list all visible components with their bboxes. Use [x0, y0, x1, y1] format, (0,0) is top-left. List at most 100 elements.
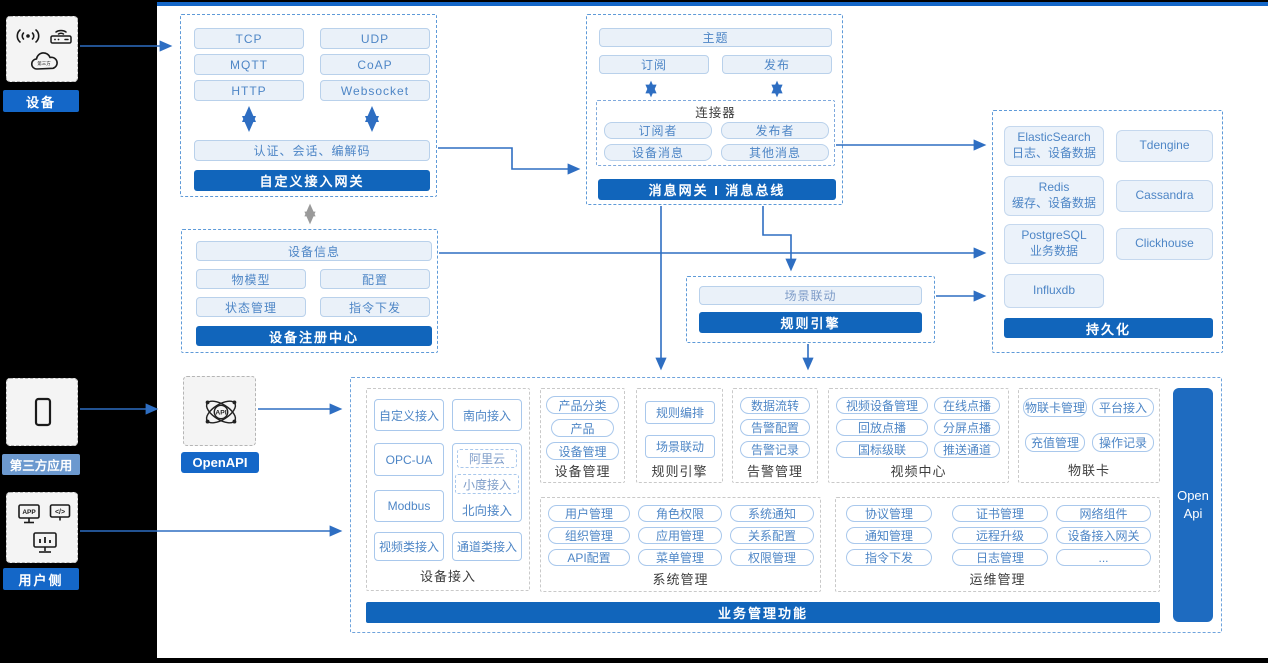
session-layer: 认证、会话、编解码	[194, 140, 430, 161]
rule-engine-label: 规则引擎	[651, 463, 708, 479]
item-device-access-gateway: 设备接入网关	[1056, 527, 1151, 544]
store-elasticsearch: ElasticSearch 日志、设备数据	[1004, 126, 1104, 166]
item-push-channel: 推送通道	[934, 441, 1000, 458]
store-redis: Redis 缓存、设备数据	[1004, 176, 1104, 216]
protocol-http: HTTP	[194, 80, 304, 101]
item-data-flow: 数据流转	[740, 397, 810, 414]
user-side-rail-label: 用户侧	[3, 568, 79, 590]
connector-subscriber: 订阅者	[604, 122, 712, 139]
openapi-icon-box: API	[183, 376, 256, 446]
business-platform-title-bar: 业务管理功能	[366, 602, 1160, 623]
third-party-rail-label: 第三方应用	[2, 454, 80, 475]
item-org-mgmt: 组织管理	[548, 527, 630, 544]
open-api-sidebar: Open Api	[1173, 388, 1213, 622]
scene-linkage-pill: 场景联动	[699, 286, 922, 305]
ops-mgmt-label: 运维管理	[969, 571, 1026, 587]
item-modbus: Modbus	[374, 490, 444, 522]
registry-config: 配置	[320, 269, 430, 289]
store-redis-desc: 缓存、设备数据	[1011, 196, 1096, 210]
store-tdengine: Tdengine	[1116, 130, 1213, 162]
iot-card-label: 物联卡	[1067, 462, 1110, 478]
device-rail-label-text: 设备	[25, 94, 56, 110]
protocol-mqtt: MQTT	[194, 54, 304, 75]
alarm-mgmt-label: 告警管理	[746, 463, 803, 479]
svg-text:第三方: 第三方	[37, 60, 51, 67]
subscribe-pill: 订阅	[599, 55, 709, 74]
item-gb-cascade: 国标级联	[836, 441, 928, 458]
item-southbound-access: 南向接入	[452, 399, 522, 431]
connector-publisher: 发布者	[721, 122, 829, 139]
item-relation-config: 关系配置	[730, 527, 814, 544]
router-icon	[49, 25, 73, 45]
chart-monitor-icon	[32, 531, 58, 555]
item-iot-card-mgmt: 物联卡管理	[1023, 398, 1087, 417]
store-elasticsearch-name: ElasticSearch	[1017, 130, 1091, 145]
item-app-mgmt: 应用管理	[638, 527, 722, 544]
item-channel-access: 通道类接入	[452, 532, 522, 561]
top-accent-line	[157, 2, 1268, 6]
store-tdengine-name: Tdengine	[1139, 138, 1190, 153]
third-party-icon-box	[6, 378, 78, 446]
registry-thing-model: 物模型	[196, 269, 306, 289]
item-operation-record: 操作记录	[1092, 433, 1154, 452]
store-clickhouse: Clickhouse	[1116, 228, 1213, 260]
registry-status-mgmt: 状态管理	[196, 297, 306, 317]
message-bus-title-bar: 消息网关 I 消息总线	[598, 179, 836, 200]
store-influxdb-name: Influxdb	[1032, 283, 1076, 298]
item-opc-ua: OPC-UA	[374, 443, 444, 476]
item-custom-access: 自定义接入	[374, 399, 444, 431]
cloud-icon: 第三方	[29, 51, 61, 75]
item-cert-mgmt: 证书管理	[952, 505, 1048, 522]
item-product: 产品	[551, 419, 614, 437]
store-cassandra: Cassandra	[1116, 180, 1213, 212]
store-redis-name: Redis	[1038, 180, 1070, 195]
registry-command-dispatch: 指令下发	[320, 297, 430, 317]
item-product-category: 产品分类	[546, 396, 619, 414]
item-device-mgmt: 设备管理	[546, 442, 619, 460]
item-recharge-mgmt: 充值管理	[1025, 433, 1085, 452]
device-registry-title-bar: 设备注册中心	[196, 326, 432, 346]
device-icon-box: 第三方	[6, 16, 78, 82]
signal-icon	[15, 27, 41, 45]
custom-gateway-title-bar: 自定义接入网关	[194, 170, 430, 191]
item-protocol-mgmt: 协议管理	[846, 505, 932, 522]
user-side-icon-box: APP </>	[6, 492, 78, 563]
store-postgresql-name: PostgreSQL	[1021, 228, 1087, 243]
protocol-coap: CoAP	[320, 54, 430, 75]
registry-device-info: 设备信息	[196, 241, 432, 261]
protocol-udp: UDP	[320, 28, 430, 49]
item-playback: 回放点播	[836, 419, 928, 436]
store-cassandra-name: Cassandra	[1135, 188, 1194, 203]
item-alarm-record: 告警记录	[740, 441, 810, 458]
svg-text:API: API	[215, 409, 226, 416]
openapi-label: OpenAPI	[181, 452, 259, 473]
item-system-notice: 系统通知	[730, 505, 814, 522]
store-postgresql: PostgreSQL 业务数据	[1004, 224, 1104, 264]
item-notice-mgmt: 通知管理	[846, 527, 932, 544]
item-api-config: API配置	[548, 549, 630, 566]
northbound-group-label: 北向接入	[461, 504, 512, 518]
protocol-tcp: TCP	[194, 28, 304, 49]
item-permission-mgmt: 权限管理	[730, 549, 814, 566]
connector-other-message: 其他消息	[721, 144, 829, 161]
topic-pill: 主题	[599, 28, 832, 47]
persistence-title-bar: 持久化	[1004, 318, 1213, 338]
item-platform-access: 平台接入	[1092, 398, 1154, 417]
item-remote-upgrade: 远程升级	[952, 527, 1048, 544]
system-mgmt-label: 系统管理	[652, 571, 709, 587]
item-log-mgmt: 日志管理	[952, 549, 1048, 566]
item-video-access: 视频类接入	[374, 532, 444, 561]
item-menu-mgmt: 菜单管理	[638, 549, 722, 566]
item-user-mgmt: 用户管理	[548, 505, 630, 522]
item-xiaodu-access: 小度接入	[455, 474, 519, 494]
code-window-icon: </>	[49, 503, 71, 523]
item-scene-linkage: 场景联动	[645, 435, 715, 458]
item-split-screen-play: 分屏点播	[934, 419, 1000, 436]
connector-device-message: 设备消息	[604, 144, 712, 161]
device-rail-label: 设备	[3, 90, 79, 112]
svg-text:</>: </>	[55, 509, 65, 516]
user-side-rail-label-text: 用户侧	[18, 572, 64, 588]
svg-text:APP: APP	[22, 509, 36, 516]
api-network-icon: API	[198, 389, 244, 435]
